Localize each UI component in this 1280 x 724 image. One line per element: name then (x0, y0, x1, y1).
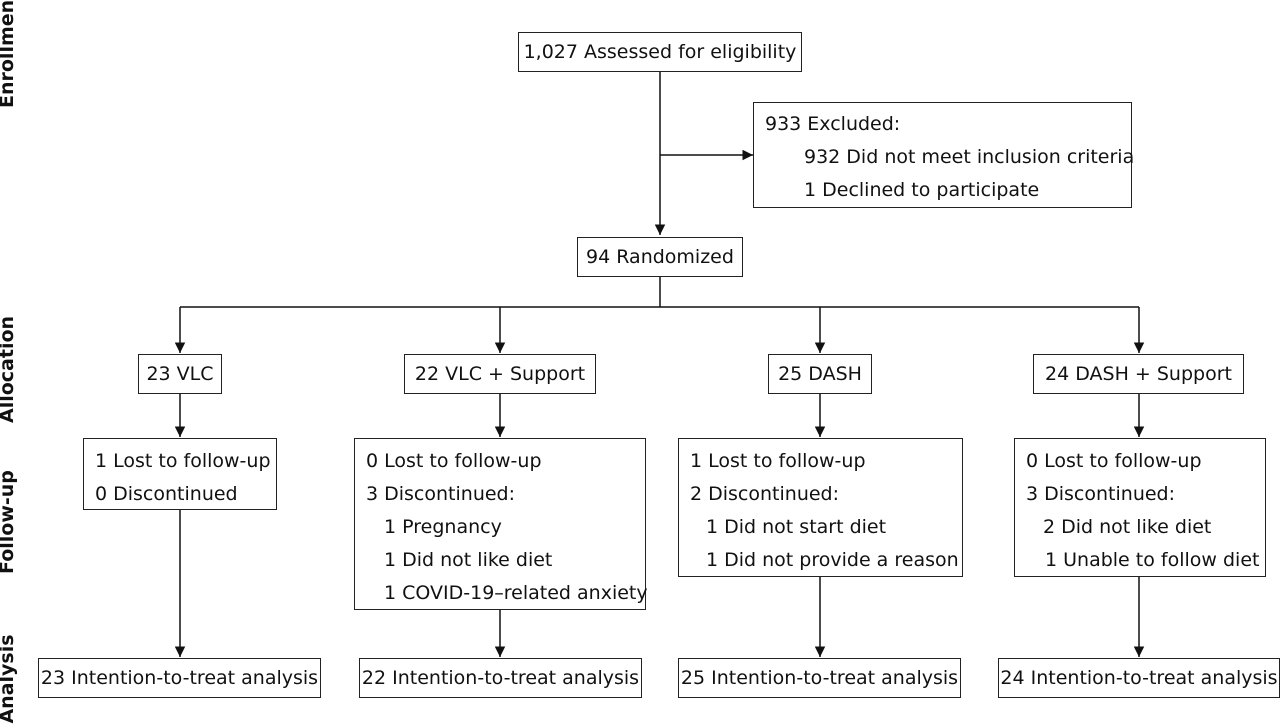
followup-reason: 1 Pregnancy (384, 516, 502, 538)
followup-line: 3 Discontinued: (1026, 483, 1176, 505)
analysis-text: 22 Intention-to-treat analysis (361, 667, 640, 689)
excluded-title: 933 Excluded: (765, 113, 901, 135)
followup-box-vlc-support: 0 Lost to follow-up 3 Discontinued: 1 Pr… (354, 438, 648, 610)
analysis-text: 23 Intention-to-treat analysis (40, 667, 319, 689)
assessed-text: 1,027 Assessed for eligibility (523, 41, 797, 63)
followup-reason: 1 Did not provide a reason (706, 549, 959, 571)
allocation-text: 23 VLC (146, 363, 214, 385)
followup-reason: 2 Did not like diet (1043, 516, 1212, 538)
followup-reason: 1 Unable to follow diet (1045, 549, 1260, 571)
followup-box-dash: 1 Lost to follow-up 2 Discontinued: 1 Di… (678, 438, 963, 577)
excluded-reason: 932 Did not meet inclusion criteria (804, 146, 1135, 168)
allocation-text: 22 VLC + Support (414, 363, 586, 385)
analysis-box-dash: 25 Intention-to-treat analysis (678, 658, 961, 698)
analysis-box-vlc-support: 22 Intention-to-treat analysis (359, 658, 642, 698)
excluded-reason: 1 Declined to participate (804, 179, 1040, 201)
followup-reason: 1 COVID-19–related anxiety (384, 582, 648, 604)
allocation-text: 25 DASH (778, 363, 862, 385)
followup-box-vlc: 1 Lost to follow-up 0 Discontinued (83, 438, 277, 510)
followup-line: 0 Lost to follow-up (366, 450, 542, 472)
allocation-text: 24 DASH + Support (1045, 363, 1232, 385)
analysis-box-dash-support: 24 Intention-to-treat analysis (998, 658, 1280, 698)
allocation-box-dash-support: 24 DASH + Support (1033, 354, 1244, 394)
followup-line: 2 Discontinued: (690, 483, 840, 505)
followup-box-dash-support: 0 Lost to follow-up 3 Discontinued: 2 Di… (1014, 438, 1266, 577)
analysis-text: 25 Intention-to-treat analysis (680, 667, 959, 689)
followup-reason: 1 Did not like diet (384, 549, 553, 571)
allocation-box-vlc: 23 VLC (138, 354, 222, 394)
followup-line: 1 Lost to follow-up (690, 450, 866, 472)
followup-line: 1 Lost to follow-up (95, 450, 271, 472)
assessed-box: 1,027 Assessed for eligibility (518, 32, 802, 72)
followup-line: 0 Lost to follow-up (1026, 450, 1202, 472)
allocation-box-dash: 25 DASH (768, 354, 872, 394)
allocation-box-vlc-support: 22 VLC + Support (404, 354, 596, 394)
analysis-box-vlc: 23 Intention-to-treat analysis (38, 658, 321, 698)
followup-reason: 1 Did not start diet (706, 516, 887, 538)
followup-line: 0 Discontinued (95, 483, 238, 505)
followup-line: 3 Discontinued: (366, 483, 516, 505)
randomized-text: 94 Randomized (586, 246, 734, 268)
randomized-box: 94 Randomized (577, 237, 743, 277)
excluded-box: 933 Excluded: 932 Did not meet inclusion… (753, 102, 1135, 208)
analysis-text: 24 Intention-to-treat analysis (1000, 667, 1278, 689)
